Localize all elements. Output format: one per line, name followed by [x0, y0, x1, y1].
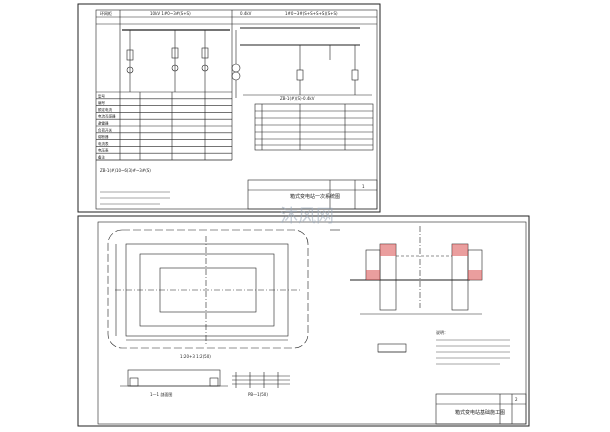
top-title-block: 箱式变电站一次系统图 [290, 193, 340, 200]
table-row-label: 熔断器 [98, 134, 109, 139]
top-sheet-text: 环网柜 10kV 1#0~3#(S+S) 0.4kV 1#0~3#(S+S+S+… [98, 10, 365, 200]
top-header-right2: 1#0~3#(S+S+S+S)(S+S) [285, 11, 338, 16]
bottom-notes-title: 说明： [436, 329, 448, 335]
top-header-mid: 10kV 1#0~3#(S+S) [150, 11, 191, 16]
top-caption-left: ZB-1(#)10~6(3)#~3#(S) [100, 168, 151, 173]
table-row-label: 负荷开关 [98, 127, 112, 132]
table-row-label: 编号 [98, 100, 105, 105]
bottom-sheet-hatch [366, 244, 482, 280]
bottom-title-block: 箱式变电站基础施工图 [455, 409, 505, 416]
table-row-label: 避雷器 [98, 121, 109, 126]
top-header-left: 环网柜 [100, 10, 112, 16]
table-row-label: 备注 [98, 155, 105, 160]
top-sheet-no: 1 [362, 184, 365, 189]
watermark: 沐风网 [280, 206, 334, 227]
plan-caption: 1:20+3 1:2(50) [180, 354, 211, 359]
section-caption: 1—1 剖面图 [150, 391, 172, 397]
table-row-label: 型号 [98, 93, 105, 98]
top-header-right: 0.4kV [240, 11, 252, 16]
top-sheet [77, 3, 381, 213]
table-row-label: 额定电流 [98, 107, 112, 112]
table-row-label: 电流表 [98, 141, 109, 146]
bottom-sheet-no: 2 [515, 397, 518, 402]
table-row-label: 电流互感器 [98, 114, 116, 119]
table-row-label: 电压表 [98, 148, 109, 153]
bottom-sheet-text: 1:20+3 1:2(50) 1—1 剖面图 PB—1(50) 说明： 箱式变电… [150, 329, 518, 416]
top-caption-mid: ZB-1(#)(S)-0.4kV [280, 96, 315, 101]
rebar-caption: PB—1(50) [248, 392, 268, 397]
